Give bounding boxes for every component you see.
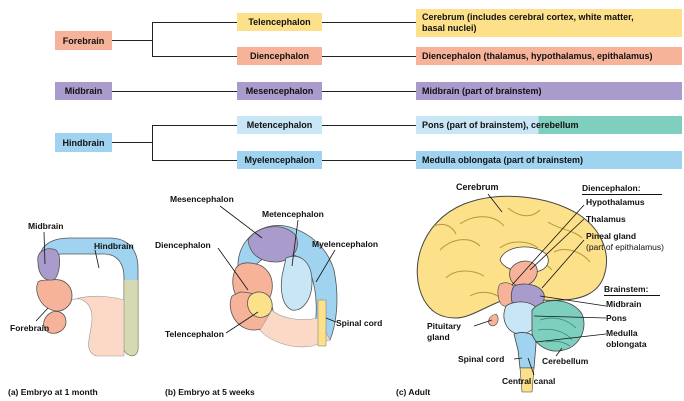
adult-pons-label: Pons (606, 313, 627, 323)
adult-central-canal-label: Central canal (502, 376, 555, 386)
adult-diencephalon-heading: Diencephalon: (582, 183, 662, 195)
adult-caption: (c) Adult (396, 387, 430, 397)
embryo1-hindbrain-label: Hindbrain (94, 241, 134, 251)
adult-cerebrum-label: Cerebrum (456, 182, 499, 192)
embryo5-spinal-cord-label: Spinal cord (336, 318, 382, 328)
embryo1-forebrain-label: Forebrain (10, 323, 49, 333)
adult-spinal-cord-label: Spinal cord (458, 354, 504, 364)
adult-pineal-gland-label: Pineal gland (586, 231, 636, 241)
adult-cerebellum-label: Cerebellum (542, 356, 588, 366)
adult-pineal-note-label: (part of epithalamus) (586, 242, 664, 252)
embryo5-metencephalon-label: Metencephalon (262, 209, 324, 219)
embryo5-mesencephalon-label: Mesencephalon (170, 194, 234, 204)
embryo5-caption: (b) Embryo at 5 weeks (165, 387, 255, 397)
embryo5-diencephalon-label: Diencephalon (155, 240, 211, 250)
embryo5-telencephalon-label: Telencephalon (165, 329, 224, 339)
adult-brainstem-heading: Brainstem: (604, 284, 660, 296)
adult-hypothalamus-label: Hypothalamus (586, 197, 645, 207)
adult-medulla-label-line2: oblongata (606, 339, 647, 349)
adult-pituitary-label-line2: gland (427, 332, 450, 342)
adult-pituitary-label-line1: Pituitary (427, 321, 461, 331)
embryo1-midbrain-label: Midbrain (28, 221, 63, 231)
adult-medulla-label-line1: Medulla (606, 328, 638, 338)
adult-thalamus-label: Thalamus (586, 214, 626, 224)
embryo-5-weeks-illustration (218, 206, 337, 347)
embryo5-myelencephalon-label: Myelencephalon (312, 239, 378, 249)
adult-midbrain-label: Midbrain (606, 299, 641, 309)
embryo1-caption: (a) Embryo at 1 month (8, 387, 98, 397)
